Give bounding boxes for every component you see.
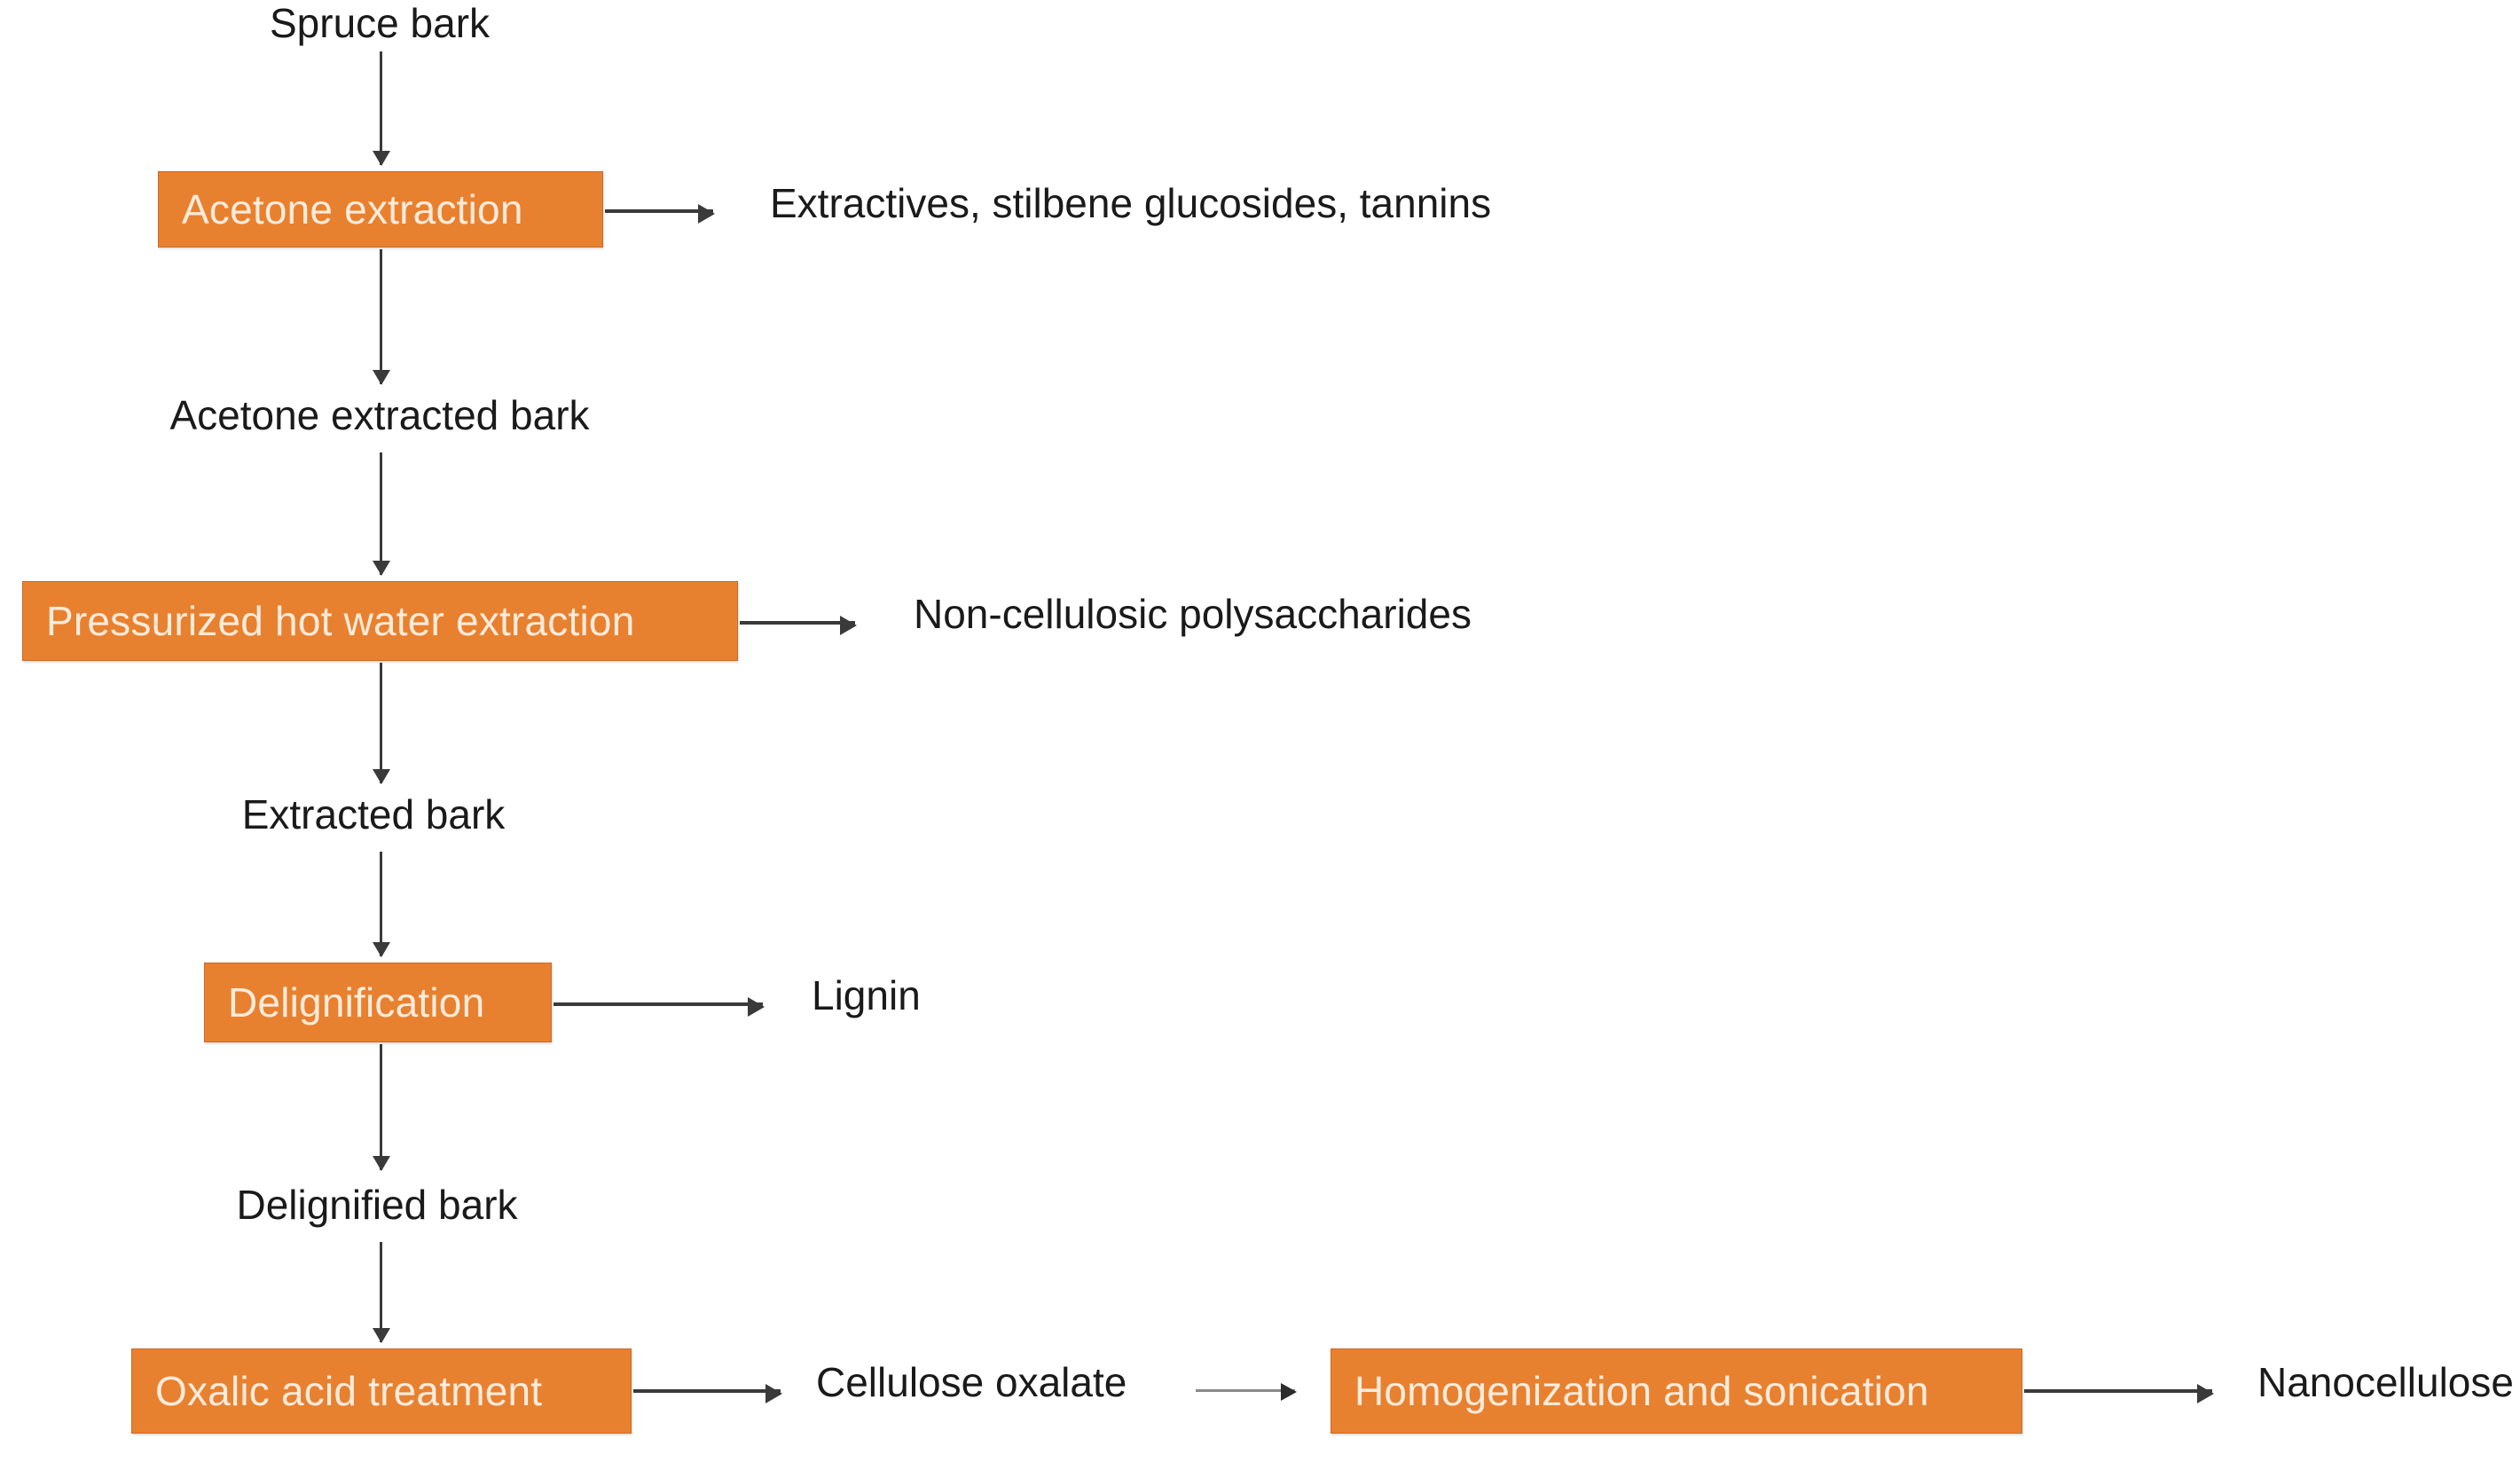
process-box-homogenization-and-sonication[interactable]: Homogenization and sonication xyxy=(1331,1348,2022,1434)
arrow-acetone-extraction-to-extractives xyxy=(605,204,715,224)
label-acetone-extracted-bark: Acetone extracted bark xyxy=(169,392,590,438)
arrow-acetone-extraction-to-acetone-extracted-bark xyxy=(373,249,390,385)
arrow-phwe-to-non-cellulosic-polysaccharides xyxy=(740,616,857,635)
label-lignin: Lignin xyxy=(812,972,921,1018)
arrow-phwe-to-extracted-bark xyxy=(373,663,390,784)
process-box-delignification[interactable]: Delignification xyxy=(204,963,552,1042)
label-spruce-bark: Spruce bark xyxy=(269,0,491,46)
arrow-spruce-bark-to-acetone-extraction xyxy=(373,51,390,166)
arrow-extracted-bark-to-delignification xyxy=(373,852,390,957)
label-nanocellulose: Nanocellulose xyxy=(2257,1359,2514,1405)
process-box-acetone-extraction[interactable]: Acetone extraction xyxy=(158,171,603,248)
label-non-cellulosic-polysaccharides: Non-cellulosic polysaccharides xyxy=(914,591,1472,637)
process-box-oxalic-acid-treatment[interactable]: Oxalic acid treatment xyxy=(131,1348,632,1434)
arrow-delignification-to-delignified-bark xyxy=(373,1044,390,1171)
label-delignified-bark: Delignified bark xyxy=(236,1182,518,1228)
arrow-delignified-bark-to-oxalic-acid-treatment xyxy=(373,1242,390,1343)
label-cellulose-oxalate: Cellulose oxalate xyxy=(816,1359,1127,1405)
label-extractives-stilbene-glucosides-tannins: Extractives, stilbene glucosides, tannin… xyxy=(770,180,1492,226)
arrow-acetone-extracted-bark-to-phwe xyxy=(373,452,390,576)
arrow-delignification-to-lignin xyxy=(553,997,765,1017)
process-box-pressurized-hot-water-extraction[interactable]: Pressurized hot water extraction xyxy=(22,581,738,661)
label-extracted-bark: Extracted bark xyxy=(241,791,506,837)
arrow-oxalic-acid-treatment-to-cellulose-oxalate xyxy=(633,1384,782,1403)
arrow-homogenization-to-nanocellulose xyxy=(2024,1384,2214,1403)
arrow-cellulose-oxalate-to-homogenization xyxy=(1196,1383,1297,1401)
